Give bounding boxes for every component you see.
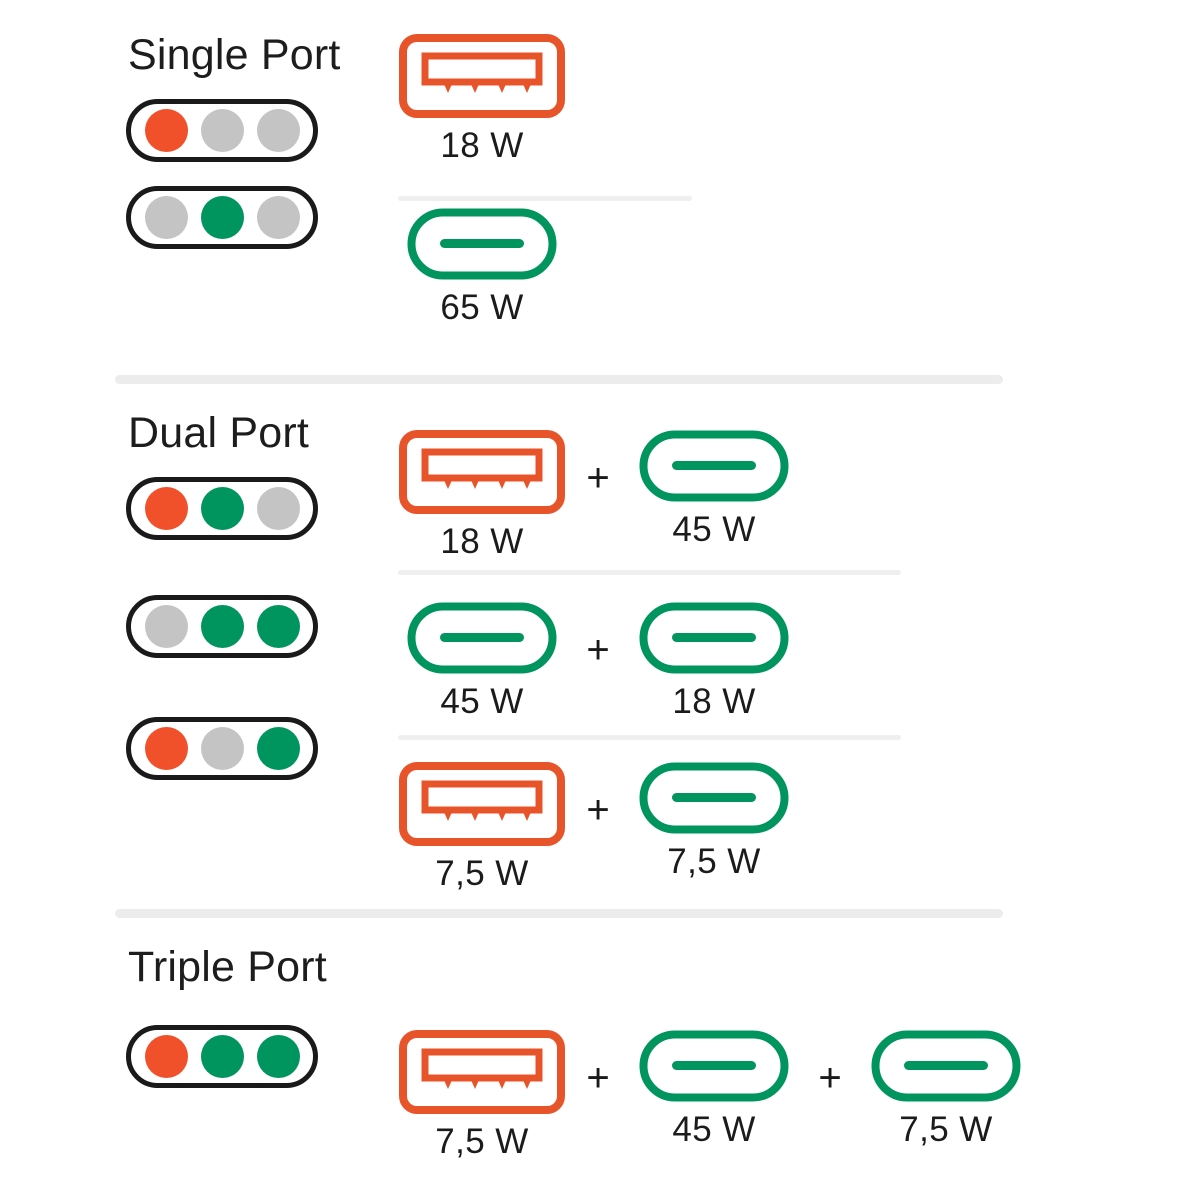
dot-indicator [256, 109, 300, 152]
usb-a-icon [399, 430, 565, 514]
plus-symbol: + [818, 1056, 842, 1100]
dot-indicator [144, 109, 188, 152]
usb-c-icon [639, 1030, 789, 1102]
usb-c-icon [639, 430, 789, 502]
port-cell: 7,5 W [396, 1030, 568, 1162]
wattage-label: 7,5 W [899, 1110, 993, 1149]
wattage-label: 45 W [440, 682, 524, 721]
wattage-label: 18 W [672, 682, 756, 721]
port-combo-row: 18 W [396, 34, 1096, 166]
dot-indicator [200, 487, 244, 530]
usb-c-icon [407, 602, 557, 674]
section-triple-port: Triple Port 7,5 W + 45 W + [0, 946, 1200, 1166]
dot-indicator [200, 109, 244, 152]
dot-indicator [256, 196, 300, 239]
usb-c-icon [639, 762, 789, 834]
port-combo-row: 65 W [396, 208, 1096, 328]
dot-indicator [144, 727, 188, 770]
dot-indicator [144, 487, 188, 530]
divider-major [115, 909, 1003, 918]
dot-pill-dual-row-1 [126, 477, 318, 540]
plus-symbol: + [586, 1056, 610, 1100]
port-cell: 18 W [628, 602, 800, 722]
dot-indicator [144, 1035, 188, 1078]
wattage-label: 65 W [440, 288, 524, 327]
plus-symbol: + [586, 628, 610, 672]
wattage-label: 7,5 W [435, 1122, 529, 1161]
divider-minor [398, 570, 901, 575]
port-combo-row: 7,5 W + 45 W + 7,5 W [396, 1030, 1166, 1162]
dot-indicator [256, 727, 300, 770]
section-single-port: Single Port 18 W [0, 34, 1200, 364]
divider-minor [398, 735, 901, 740]
port-cell: 18 W [396, 34, 568, 166]
dot-indicator [144, 196, 188, 239]
page-title-dual-port: Dual Port [128, 409, 310, 457]
dot-pill-dual-row-3 [126, 717, 318, 780]
dot-indicator [256, 1035, 300, 1078]
port-cell: 45 W [628, 430, 800, 550]
dot-pill-dual-row-2 [126, 595, 318, 658]
port-cell: 7,5 W [628, 762, 800, 882]
plus-symbol: + [586, 456, 610, 500]
wattage-label: 45 W [672, 510, 756, 549]
triple-port-left-column: Triple Port [126, 946, 396, 1112]
usb-c-icon [639, 602, 789, 674]
usb-a-icon [399, 1030, 565, 1114]
port-combo-row: 7,5 W + 7,5 W [396, 762, 1096, 894]
port-combo-row: 18 W + 45 W [396, 430, 1096, 562]
port-cell: 45 W [396, 602, 568, 722]
dot-indicator [200, 727, 244, 770]
port-cell: 7,5 W [396, 762, 568, 894]
single-port-left-column: Single Port [126, 34, 396, 273]
usb-c-icon [871, 1030, 1021, 1102]
dot-indicator [200, 196, 244, 239]
dot-indicator [200, 605, 244, 648]
usb-a-icon [399, 34, 565, 118]
dot-pill-single-row-2 [126, 186, 318, 249]
port-cell: 45 W [628, 1030, 800, 1150]
dual-port-left-column: Dual Port [126, 412, 396, 804]
wattage-label: 7,5 W [435, 854, 529, 893]
usb-a-icon [399, 762, 565, 846]
wattage-label: 45 W [672, 1110, 756, 1149]
triple-port-right-column: 7,5 W + 45 W + 7,5 W [396, 1030, 1166, 1162]
port-cell: 65 W [396, 208, 568, 328]
single-port-right-column: 18 W 65 W [396, 34, 1096, 328]
dot-indicator [144, 605, 188, 648]
wattage-label: 18 W [440, 126, 524, 165]
port-combo-row: 45 W + 18 W [396, 602, 1096, 722]
dual-port-right-column: 18 W + 45 W 45 W + 18 W [396, 430, 1096, 894]
section-dual-port: Dual Port 18 W [0, 412, 1200, 902]
usb-c-icon [407, 208, 557, 280]
dot-pill-triple-row-1 [126, 1025, 318, 1088]
plus-symbol: + [586, 788, 610, 832]
divider-major [115, 375, 1003, 384]
divider-minor [398, 196, 692, 201]
port-cell: 18 W [396, 430, 568, 562]
wattage-label: 18 W [440, 522, 524, 561]
page-title-single-port: Single Port [128, 31, 341, 79]
dot-pill-single-row-1 [126, 99, 318, 162]
dot-indicator [256, 605, 300, 648]
wattage-label: 7,5 W [667, 842, 761, 881]
page-title-triple-port: Triple Port [128, 943, 327, 991]
dot-indicator [256, 487, 300, 530]
dot-indicator [200, 1035, 244, 1078]
port-cell: 7,5 W [860, 1030, 1032, 1150]
